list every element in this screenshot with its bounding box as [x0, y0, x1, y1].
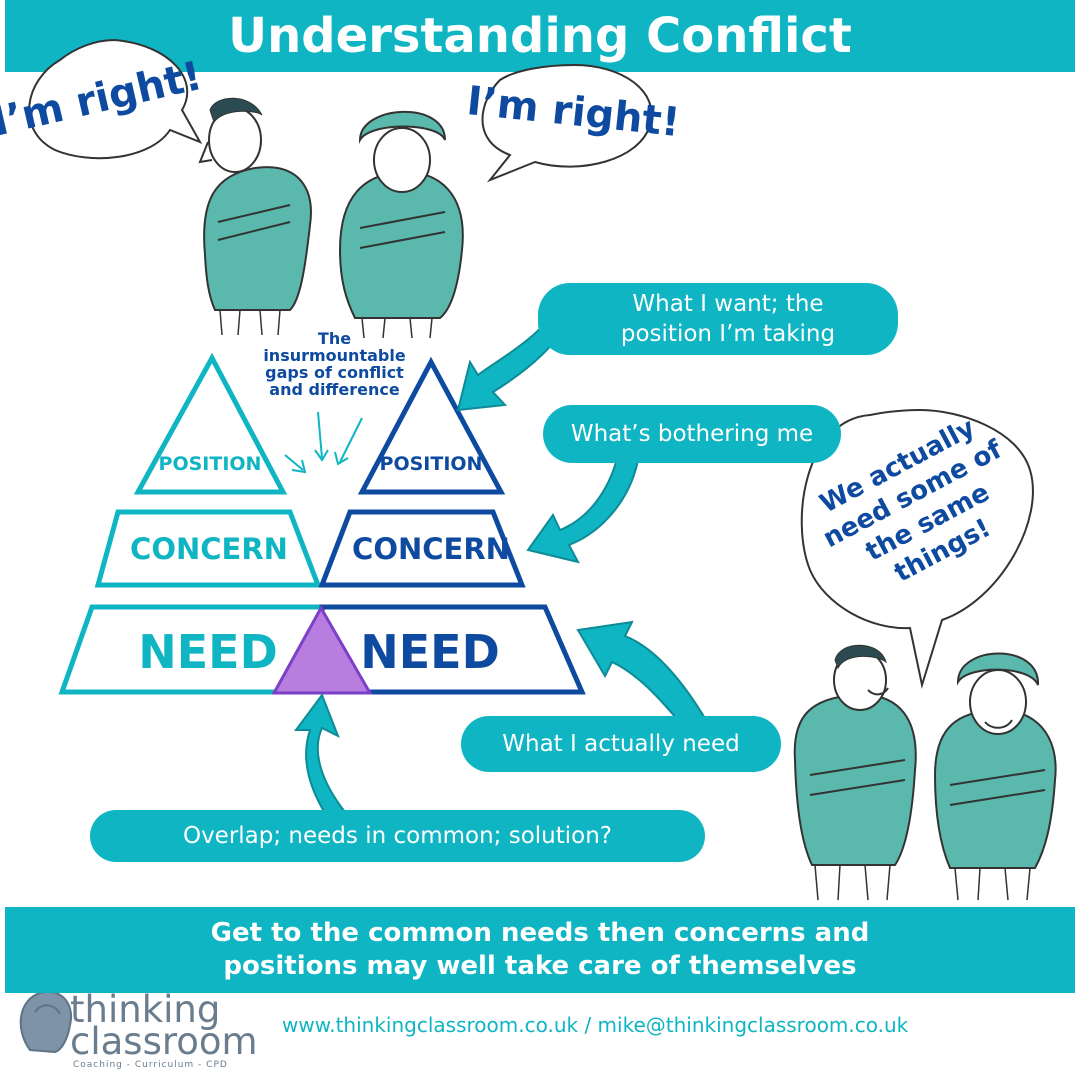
overlap-triangle	[271, 604, 373, 695]
gap-arrows	[284, 411, 363, 474]
position-pill: What I want; the position I’m taking	[538, 283, 898, 355]
person-figure-icon	[933, 652, 1057, 901]
overlap-pill: Overlap; needs in common; solution?	[90, 810, 705, 862]
curved-arrow-icon	[576, 620, 708, 737]
left-need-label: NEED	[138, 625, 278, 679]
person-figure-icon	[338, 110, 464, 339]
footer-contact[interactable]: www.thinkingclassroom.co.uk / mike@think…	[282, 1013, 909, 1037]
logo-tagline: Coaching - Curriculum - CPD	[73, 1060, 228, 1070]
footer-message: Get to the common needs then concerns an…	[211, 917, 870, 983]
speech-bubble-left: I’m right!	[0, 38, 206, 160]
gap-caption-line: insurmountable	[263, 346, 406, 365]
person-figure-icon	[198, 97, 312, 336]
logo-word-thinking: thinking	[70, 988, 221, 1031]
concern-pill: What’s bothering me	[543, 405, 841, 463]
need-pill: What I actually need	[461, 716, 781, 772]
gap-caption-line: The	[317, 329, 352, 348]
position-pill-line: What I want; the	[632, 291, 824, 317]
logo-word-classroom: classroom	[70, 1020, 258, 1063]
overlap-pill-label: Overlap; needs in common; solution?	[182, 823, 613, 849]
page-title: Understanding Conflict	[228, 8, 852, 64]
concern-pill-label: What’s bothering me	[570, 421, 814, 447]
head-profile-logo-icon	[19, 990, 73, 1054]
speech-bubble-right: I’m right!	[465, 63, 682, 183]
left-position-label: POSITION	[159, 453, 262, 475]
need-pill-label: What I actually need	[502, 731, 740, 757]
right-concern-label: CONCERN	[352, 532, 510, 566]
right-position-label: POSITION	[380, 453, 483, 475]
curved-arrow-icon	[526, 453, 640, 564]
gap-caption-line: gaps of conflict	[265, 363, 404, 382]
footer-band: Get to the common needs then concerns an…	[5, 907, 1075, 993]
person-figure-icon	[793, 644, 917, 901]
footer-message-line: Get to the common needs then concerns an…	[210, 918, 870, 948]
gap-caption-line: and difference	[269, 380, 400, 399]
left-concern-label: CONCERN	[130, 532, 288, 566]
speech-bubble-agreement: We actually need some of the same things…	[800, 408, 1034, 689]
gap-caption: The insurmountable gaps of conflict and …	[247, 330, 422, 398]
title-bar: Understanding Conflict	[5, 0, 1075, 72]
footer-message-line: positions may well take care of themselv…	[223, 951, 857, 981]
right-need-label: NEED	[360, 625, 500, 679]
curved-arrow-icon	[294, 692, 347, 820]
position-pill-line: position I’m taking	[620, 321, 836, 347]
